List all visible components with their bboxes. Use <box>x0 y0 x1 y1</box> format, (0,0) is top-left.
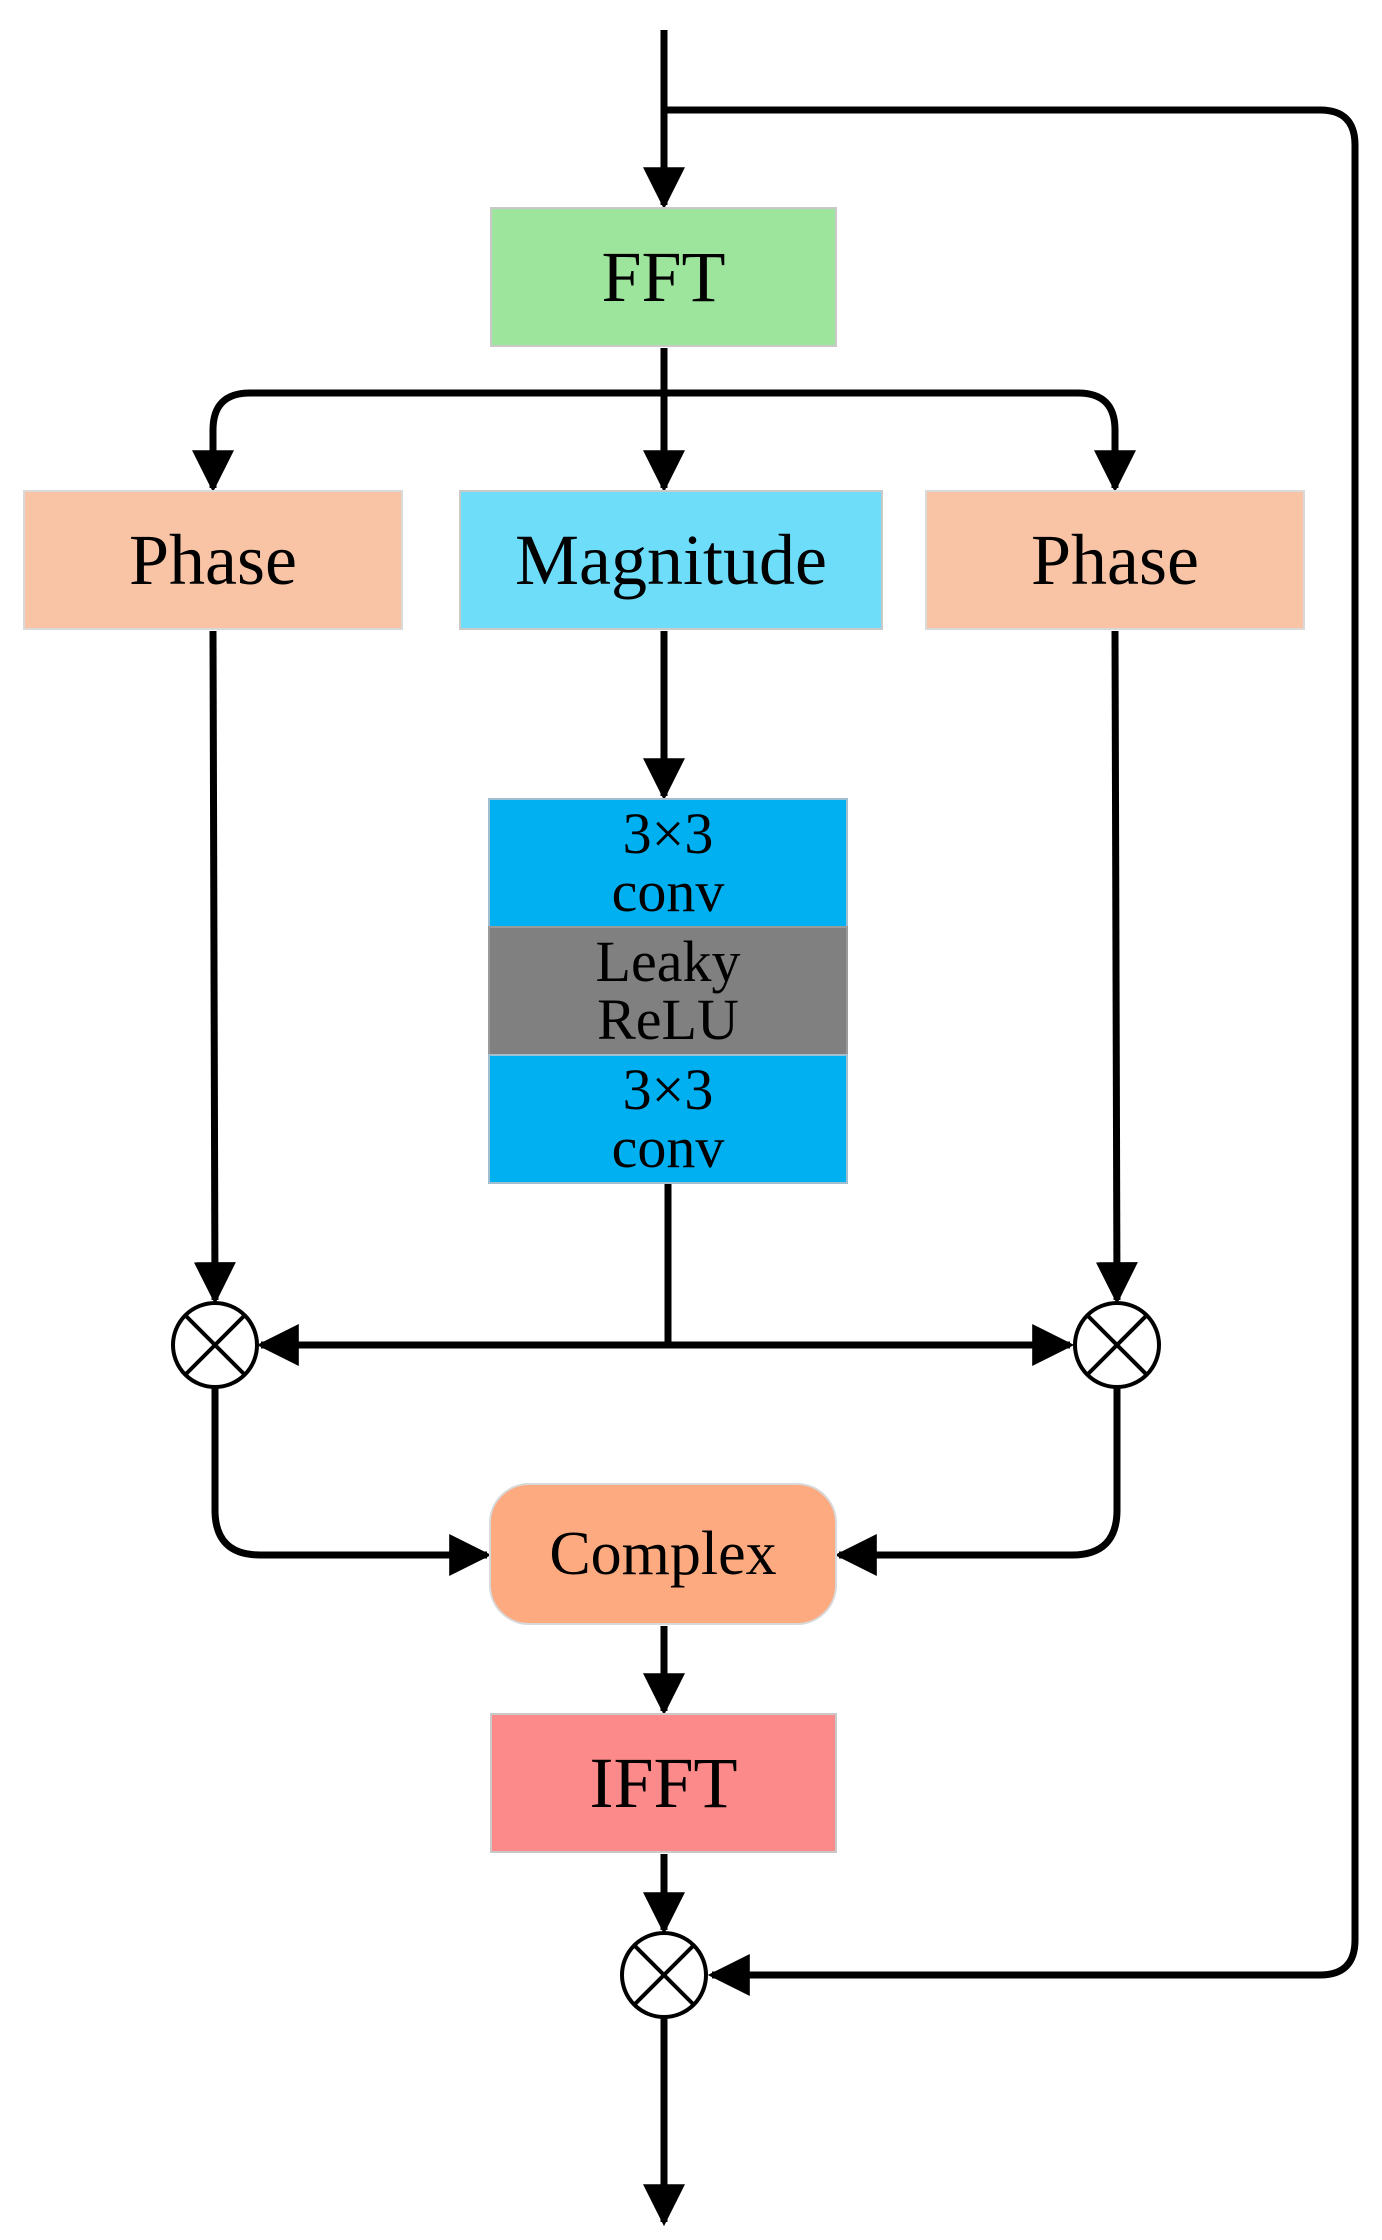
phase-left-box: Phase <box>23 490 403 630</box>
fft-to-phase-right-arrow <box>664 389 1136 493</box>
conv2-box: 3×3 conv <box>488 1054 848 1184</box>
phase-left-label: Phase <box>129 519 297 600</box>
phase-left-to-multiply-arrow <box>193 630 236 1305</box>
residual-skip-line <box>664 106 1359 1996</box>
conv1-line2: conv <box>611 859 725 924</box>
fft-label: FFT <box>601 236 726 317</box>
relu-line1: Leaky <box>595 929 741 994</box>
multiply-left-to-complex-arrow <box>211 1388 492 1576</box>
ifft-label: IFFT <box>589 1742 738 1823</box>
multiply-left-icon <box>171 1301 259 1389</box>
phase-right-to-multiply-arrow <box>1095 630 1138 1305</box>
leaky-relu-box: Leaky ReLU <box>488 926 848 1056</box>
conv2-line1: 3×3 <box>622 1057 714 1122</box>
fft-box: FFT <box>490 207 837 347</box>
relu-line2: ReLU <box>597 987 739 1052</box>
multiply-output-icon <box>620 1931 708 2019</box>
multiply-right-icon <box>1073 1301 1161 1389</box>
conv2-line2: conv <box>611 1115 725 1180</box>
fft-to-phase-left-arrow <box>192 389 664 493</box>
magnitude-box: Magnitude <box>459 490 883 630</box>
magnitude-label: Magnitude <box>515 519 827 600</box>
conv1-box: 3×3 conv <box>488 798 848 928</box>
ifft-box: IFFT <box>490 1713 837 1853</box>
phase-right-box: Phase <box>925 490 1305 630</box>
complex-label: Complex <box>549 1519 777 1588</box>
complex-box: Complex <box>489 1483 837 1625</box>
conv1-line1: 3×3 <box>622 801 714 866</box>
multiply-right-to-complex-arrow <box>834 1388 1121 1576</box>
phase-right-label: Phase <box>1031 519 1199 600</box>
